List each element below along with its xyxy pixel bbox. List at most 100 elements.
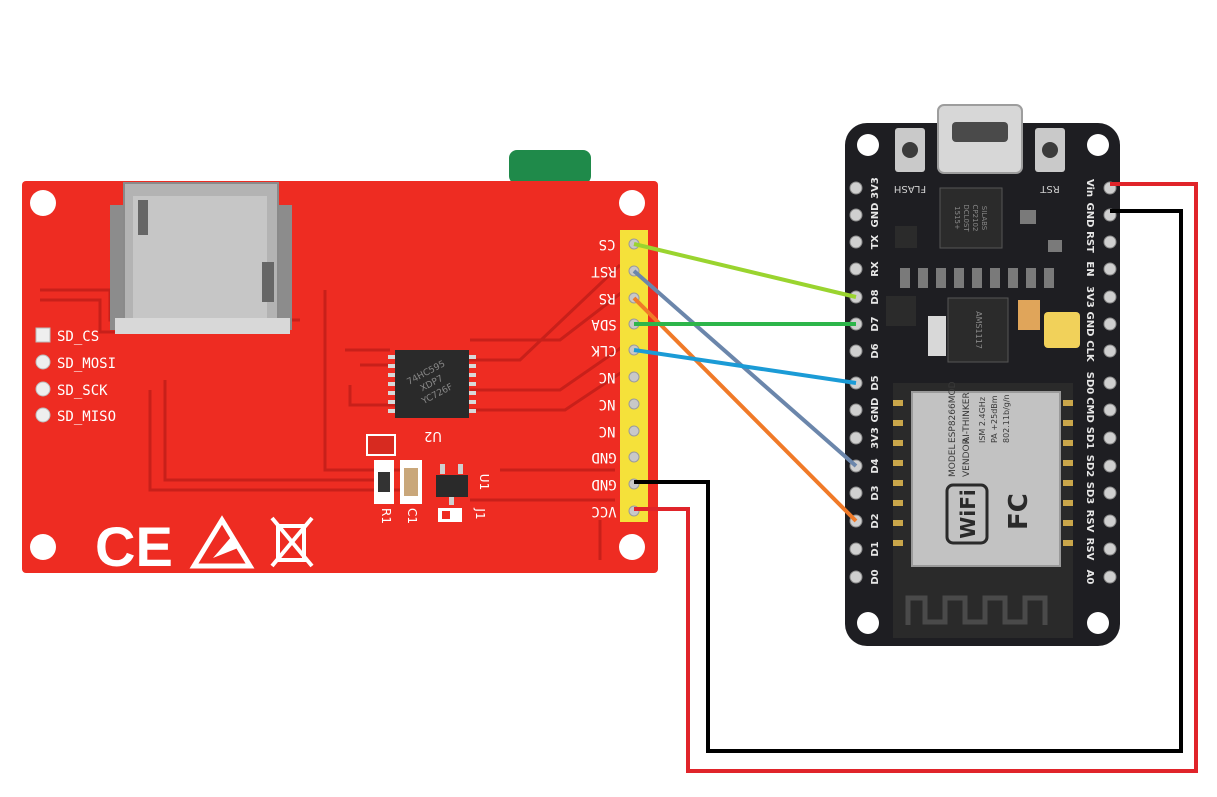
- sd-pad: [35, 381, 51, 397]
- mounting-hole: [30, 534, 56, 560]
- module-pa: PA +25dBm: [990, 395, 999, 443]
- chip-marking: CP2102: [971, 205, 979, 232]
- tft-board: SD_CS SD_MOSI SD_SCK SD_MISO 74HC595 XDP…: [22, 150, 658, 578]
- pin-d2: D2: [870, 513, 881, 528]
- pin-rst: RST: [1084, 231, 1095, 253]
- module-vendor: AI-THINKER: [962, 392, 972, 443]
- fcc-mark: FC: [1004, 493, 1034, 530]
- rst-label: RST: [1039, 183, 1059, 194]
- regulator-marking: AMS1117: [974, 311, 983, 349]
- pcb-antenna: [905, 595, 1048, 625]
- j1-label: J1: [473, 507, 487, 519]
- smd-parts: [895, 210, 1062, 288]
- pin-3v3: 3V3: [870, 427, 881, 449]
- nodemcu-board: FLASH RST SILABS CP2102 DCL0ST 1515+ AMS…: [845, 104, 1120, 646]
- u2-label: U2: [424, 428, 442, 443]
- pin-label-nc: NC: [599, 369, 616, 385]
- wire-cs-d8: [633, 242, 857, 299]
- pin-sd2: SD2: [1084, 455, 1095, 478]
- sd-label: SD_SCK: [57, 383, 108, 399]
- pin-rx: RX: [870, 261, 881, 277]
- pin-d3: D3: [870, 485, 881, 500]
- pin-label-clk: CLK: [591, 342, 617, 358]
- pin-d0: D0: [870, 569, 881, 584]
- right-pin-holes: [1103, 181, 1117, 584]
- resistor-r1: [378, 472, 390, 492]
- pin-gnd: GND: [870, 203, 881, 228]
- pin-gnd: GND: [1084, 312, 1095, 337]
- pin-label-gnd: GND: [591, 476, 616, 492]
- transistor-u1: [436, 475, 468, 497]
- sd-label: SD_MISO: [57, 409, 116, 425]
- wires: [632, 182, 1198, 773]
- header-labels: CS RST RS SDA CLK NC NC NC GND GND VCC: [591, 236, 617, 519]
- wire-vcc-vin: [634, 182, 1198, 773]
- tantalum-cap-large: [1044, 312, 1080, 348]
- pin-gnd: GND: [870, 398, 881, 423]
- wire-rs-d2: [632, 296, 858, 523]
- pin-sd1: SD1: [1084, 427, 1095, 450]
- pin-label-rst: RST: [591, 263, 617, 279]
- pin-d7: D7: [870, 316, 881, 331]
- usb-uart-chip: [939, 187, 1003, 249]
- pin-tx: TX: [870, 234, 881, 249]
- mounting-hole: [30, 190, 56, 216]
- chip-marking: SILABS: [980, 206, 988, 231]
- flex-cable-tab: [509, 150, 591, 184]
- pin-label-sda: SDA: [591, 316, 617, 332]
- module-vendor-label: VENDOR: [962, 438, 972, 477]
- capacitor-c1: [404, 468, 418, 496]
- pin-clk: CLK: [1084, 340, 1095, 363]
- pin-gnd: GND: [1084, 203, 1095, 228]
- ic-pins: [388, 355, 476, 413]
- ic-body: [395, 350, 469, 418]
- pin-rsv: RSV: [1084, 510, 1095, 533]
- flash-label: FLASH: [894, 183, 926, 194]
- right-pin-labels: Vin GND RST EN 3V3 GND CLK SD0 CMD SD1 S…: [1084, 179, 1095, 584]
- ce-mark: CE: [95, 515, 173, 578]
- pin-label-vcc: VCC: [591, 503, 616, 519]
- wire-clk-d5: [633, 348, 857, 385]
- esd-warning-icon: [189, 515, 255, 569]
- pin-rsv: RSV: [1084, 538, 1095, 561]
- c1-label: C1: [405, 508, 419, 524]
- pin-d8: D8: [870, 289, 881, 304]
- module-standard: 802.11b/g/n: [1002, 394, 1011, 443]
- module-model: ESP8266MOD: [948, 381, 958, 443]
- module-model-label: MODEL: [948, 445, 958, 477]
- sd-card-slot: [110, 182, 292, 334]
- pin-en: EN: [1084, 261, 1095, 276]
- pin-sd0: SD0: [1084, 372, 1095, 395]
- mounting-hole: [619, 534, 645, 560]
- pin-d5: D5: [870, 375, 881, 390]
- pin-vin: Vin: [1084, 179, 1095, 197]
- sd-pad: [35, 407, 51, 423]
- module-ism: ISM 2.4GHz: [978, 397, 987, 443]
- pin-label-cs: CS: [599, 236, 616, 252]
- pin-3v3: 3V3: [870, 177, 881, 199]
- pin-d4: D4: [870, 458, 881, 473]
- sd-label: SD_CS: [57, 329, 99, 345]
- wifi-logo: WiFi: [956, 489, 980, 538]
- esp8266-module: WiFi MODEL ESP8266MOD VENDOR AI-THINKER …: [893, 381, 1073, 638]
- smd-components: R1 C1 U1 J1: [366, 434, 491, 524]
- pin-label-nc: NC: [599, 423, 616, 439]
- pin-d6: D6: [870, 343, 881, 358]
- r1-label: R1: [379, 508, 393, 524]
- sd-pad: [35, 354, 51, 370]
- chip-marking: DCL0ST: [962, 204, 970, 232]
- pin-sd3: SD3: [1084, 482, 1095, 505]
- pin-label-nc: NC: [599, 396, 616, 412]
- pin-label-gnd: GND: [591, 449, 616, 465]
- tantalum-cap: [1018, 300, 1040, 330]
- module-pads: [893, 400, 1073, 546]
- left-pin-labels: 3V3 GND TX RX D8 D7 D6 D5 GND 3V3 D4 D3 …: [870, 177, 881, 585]
- mounting-hole: [619, 190, 645, 216]
- voltage-regulator: [947, 297, 1009, 363]
- pin-3v3: 3V3: [1084, 286, 1095, 308]
- u1-label: U1: [477, 474, 491, 490]
- pin-label-rs: RS: [599, 290, 616, 306]
- pcb-traces: [40, 263, 626, 560]
- pin-a0: A0: [1084, 570, 1095, 585]
